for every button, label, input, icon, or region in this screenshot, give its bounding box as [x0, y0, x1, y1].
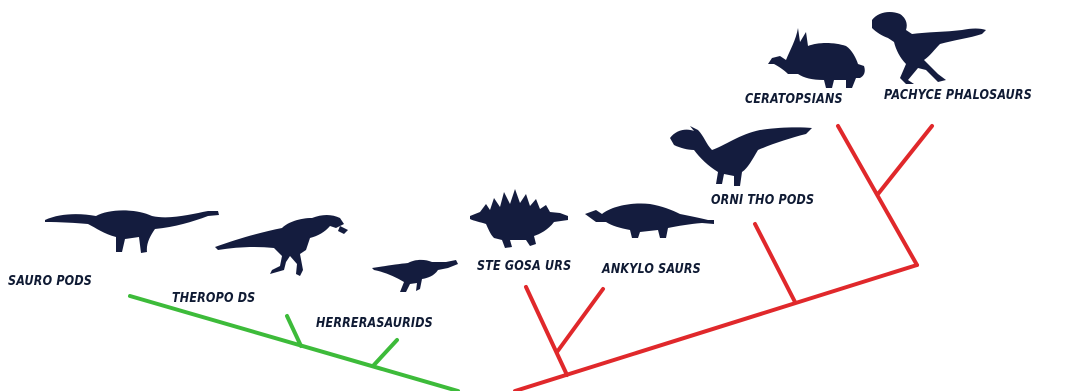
label-ornithopods: ORNI THO PODS	[711, 193, 814, 208]
pachycephalosaurs-branch	[878, 126, 932, 194]
ceratopsian-icon	[768, 28, 865, 88]
label-stegosaurs: STE GOSA URS	[477, 259, 571, 274]
label-ankylosaurs: ANKYLO SAURS	[602, 262, 701, 277]
label-ceratopsians: CERATOPSIANS	[745, 92, 843, 107]
pachycephalosaur-icon	[872, 12, 986, 84]
ornithopod-icon	[670, 126, 812, 186]
stegosaur-icon	[470, 189, 568, 248]
ankylosaurs-branch	[557, 289, 603, 352]
label-theropods: THEROPO DS	[172, 291, 255, 306]
theropod-icon	[215, 215, 348, 276]
herrerasaurid-icon	[372, 260, 458, 292]
ornithopods-branch	[755, 224, 795, 302]
saurischia-branches	[130, 296, 458, 391]
thyreophora-branch	[526, 287, 567, 375]
label-pachycephalosaurs: PACHYCE PHALOSAURS	[884, 88, 1032, 103]
ankylosaur-icon	[585, 203, 714, 238]
label-herrerasaurids: HERRERASAURIDS	[316, 316, 433, 331]
herrerasaurids-branch	[373, 340, 397, 366]
saurischia-main-branch	[130, 296, 458, 391]
sauropod-icon	[45, 210, 219, 253]
label-sauropods: SAURO PODS	[8, 274, 92, 289]
